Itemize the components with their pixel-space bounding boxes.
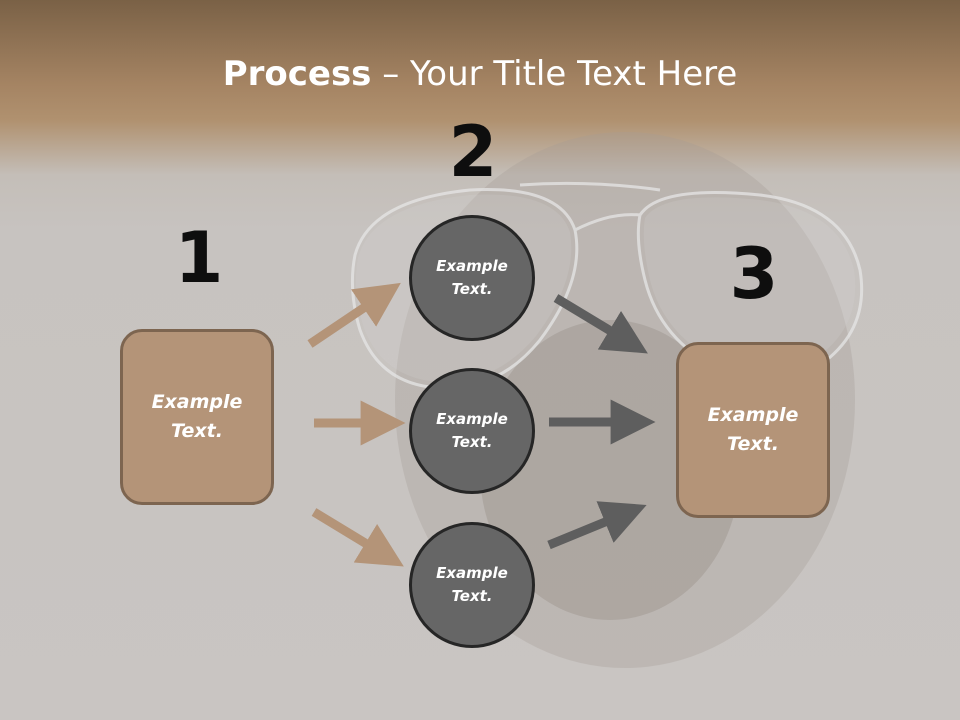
arrow-box1-to-circle1 — [307, 282, 401, 348]
arrow-circle3-to-box3 — [547, 501, 647, 550]
step-number-1: 1 — [174, 217, 224, 299]
circle-1: Example Text. — [409, 215, 535, 341]
arrow-box1-to-circle3 — [311, 508, 404, 567]
step-1-box: Example Text. — [120, 329, 274, 505]
step-3-box: Example Text. — [676, 342, 830, 518]
step-number-2: 2 — [448, 111, 498, 193]
slide-title: Process – Your Title Text Here — [0, 52, 960, 96]
title-bold: Process — [222, 54, 372, 94]
circle-1-label: Example Text. — [436, 257, 508, 298]
step-3-label: Example Text. — [707, 404, 799, 455]
step-number-3: 3 — [729, 233, 779, 315]
arrow-circle1-to-box3 — [553, 294, 648, 354]
circle-3-label: Example Text. — [436, 564, 508, 605]
circle-2: Example Text. — [409, 368, 535, 494]
circle-2-label: Example Text. — [436, 410, 508, 451]
title-rest: – Your Title Text Here — [371, 54, 738, 94]
skull-dark-area — [480, 320, 740, 620]
circle-3: Example Text. — [409, 522, 535, 648]
step-1-label: Example Text. — [151, 391, 243, 442]
